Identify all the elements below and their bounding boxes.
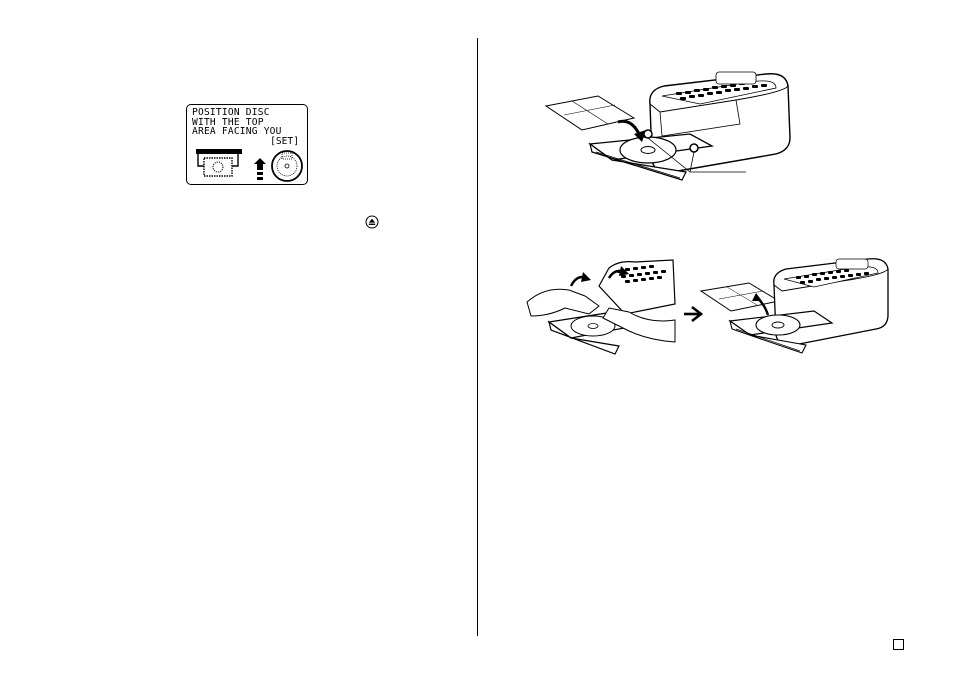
lcd-line-1: POSITION DISC <box>192 107 270 118</box>
lcd-screen: POSITION DISC WITH THE TOP AREA FACING Y… <box>186 104 308 185</box>
arrow-right-icon <box>684 305 704 323</box>
column-divider <box>477 38 478 636</box>
eject-icon <box>365 215 379 229</box>
printer-disc-loading-illustration <box>544 71 791 181</box>
printer-disc-removed-illustration <box>699 258 889 354</box>
lcd-line-2: WITH THE TOP <box>192 116 264 128</box>
hands-removing-disc-illustration <box>526 259 676 355</box>
lcd-set-label: [SET] <box>270 136 299 147</box>
square-icon <box>893 639 904 650</box>
lcd-line-3: AREA FACING YOU <box>192 126 282 138</box>
lcd-disc-position-graphic <box>195 148 303 182</box>
lcd-message: POSITION DISC WITH THE TOP AREA FACING Y… <box>192 108 282 137</box>
